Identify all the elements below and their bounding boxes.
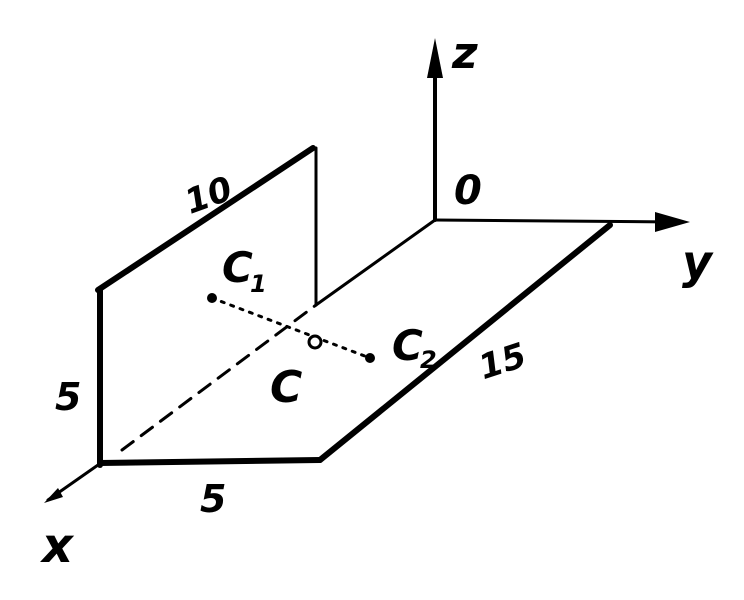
vertical-flange	[95, 145, 318, 468]
x-axis-arrowhead	[44, 488, 63, 503]
flange-top-edge	[95, 145, 316, 293]
c1-label: C 1	[222, 243, 267, 298]
horizontal-flange	[97, 218, 613, 466]
c-label: C	[270, 362, 302, 413]
c2-label: C 2	[392, 321, 437, 374]
svg-text:2: 2	[420, 346, 437, 374]
c2-point	[365, 353, 375, 363]
origin-label: 0	[454, 168, 482, 214]
z-axis-label: z	[451, 28, 478, 79]
right-edge-dimension: 15	[474, 335, 531, 388]
top-edge-dimension: 10	[180, 169, 238, 223]
axes	[44, 38, 690, 503]
c1-point	[207, 293, 217, 303]
svg-text:1: 1	[250, 270, 267, 298]
y-axis-label: y	[682, 235, 714, 289]
svg-text:C: C	[222, 243, 253, 292]
flange-right-edge	[317, 222, 613, 463]
vertical-edge-dimension: 5	[55, 375, 81, 419]
svg-text:C: C	[392, 321, 423, 370]
x-axis-label: x	[40, 518, 75, 574]
bottom-edge-dimension: 5	[200, 477, 226, 521]
centroid-line	[210, 296, 372, 360]
flange-inner-edge	[314, 218, 437, 307]
y-axis-arrowhead	[655, 212, 690, 232]
hidden-corner-edge	[120, 303, 318, 452]
flange-bottom-edge	[97, 457, 323, 466]
y-axis	[433, 218, 677, 224]
z-axis-arrowhead	[427, 38, 443, 78]
c-point	[307, 334, 323, 350]
